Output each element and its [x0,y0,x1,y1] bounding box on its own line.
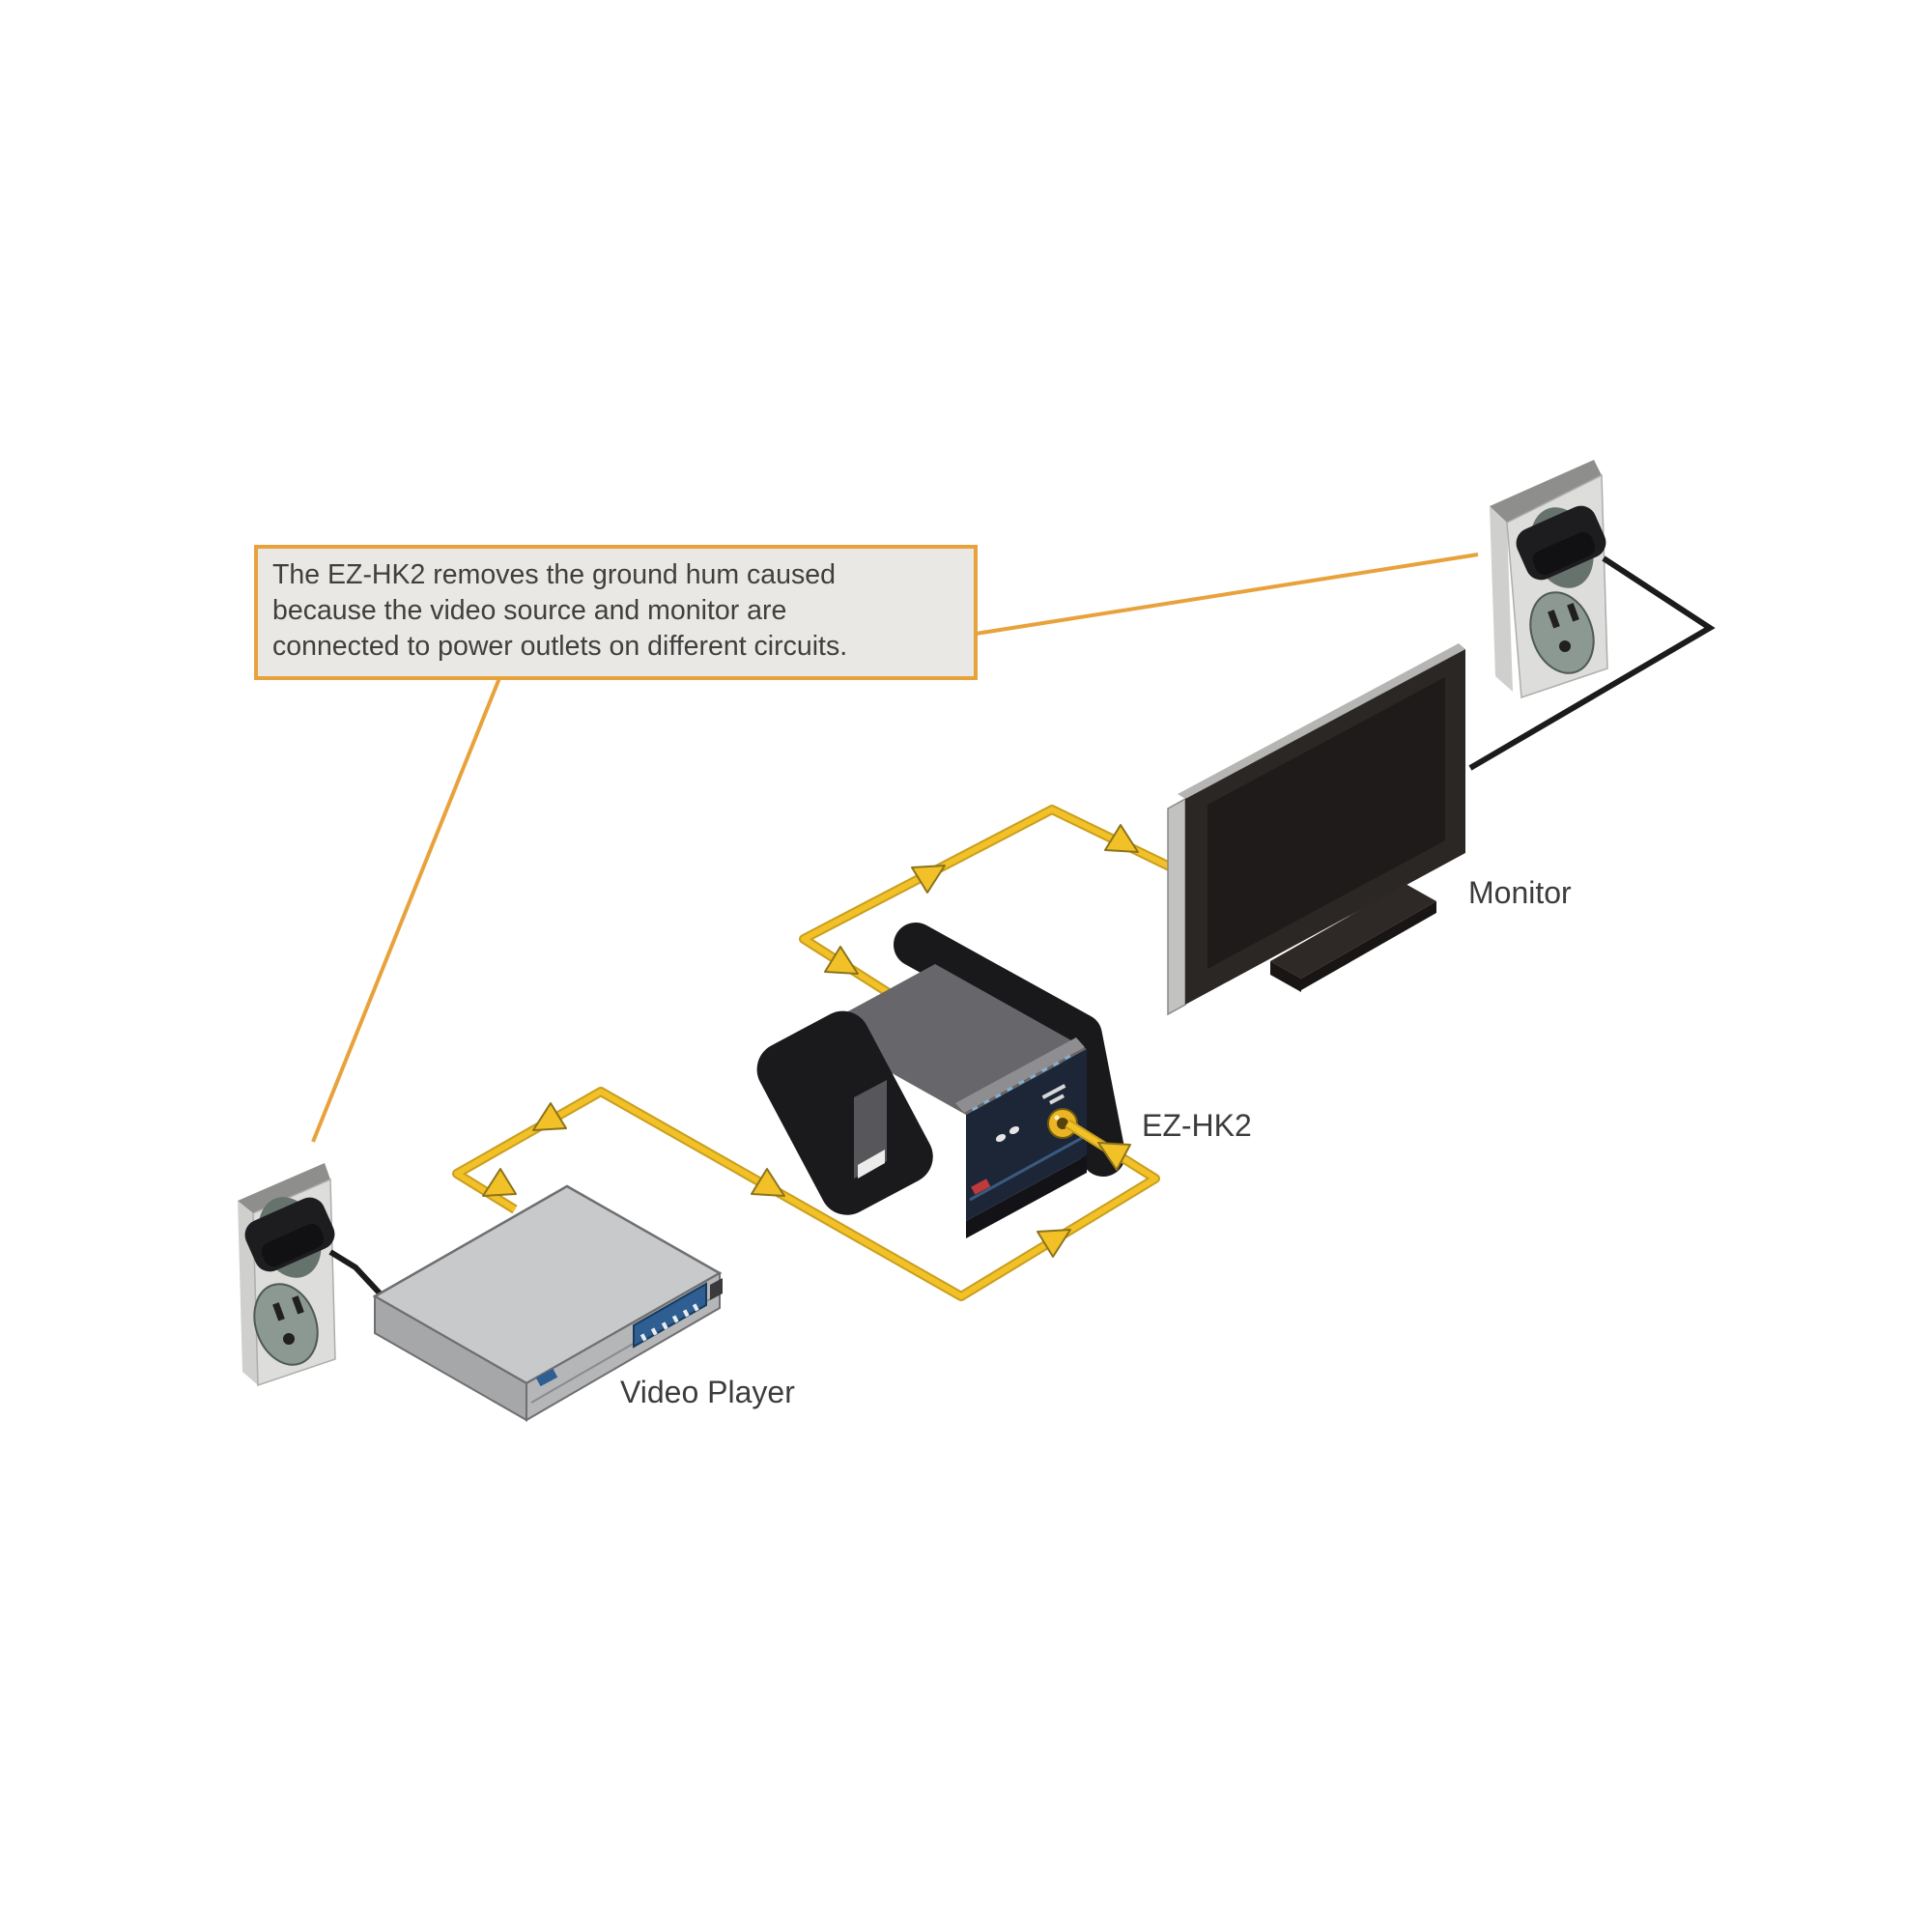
cable-arrows [482,824,1139,1258]
outlet-receptacle-bottom [253,1283,319,1366]
device-panel-text-row [971,1054,1071,1112]
receptacle-slot [292,1295,304,1315]
bnc-connector-center [1057,1118,1068,1129]
outlet-top-edge [238,1163,330,1213]
arrow-to-bnc [1097,1142,1131,1171]
video-player [372,1184,723,1422]
video-player-label: Video Player [620,1375,795,1409]
outlet-receptacle-bottom [1529,591,1595,674]
callout-box: The EZ-HK2 removes the ground hum caused… [254,545,978,680]
callout-line-1: The EZ-HK2 removes the ground hum caused [272,559,836,590]
power-plug-lip [1532,531,1596,576]
device-panel-stripe [969,1136,1083,1202]
arrow-to-device-rear [824,946,859,975]
device-label: EZ-HK2 [1142,1108,1252,1143]
arrow-to-video-player [532,1102,567,1131]
callout-rect [254,545,978,680]
arrow-to-video-player [482,1168,517,1197]
arrow-to-monitor [1104,824,1139,853]
labels: Monitor EZ-HK2 Video Player [620,875,1572,1409]
device-red-label [971,1179,991,1195]
outlet-side-edge [1490,506,1513,692]
power-outlet-video-player [238,1163,336,1387]
receptacle-ground-hole [283,1333,295,1345]
video-player-badge [535,1368,558,1387]
leader-line-to-left-outlet [311,677,501,1143]
device-indicator [1009,1125,1020,1135]
monitor-stand [1270,884,1436,979]
bnc-connector-highlight [1054,1115,1060,1121]
hum-eliminator-device [756,923,1125,1238]
arrow-to-device-input [751,1168,785,1197]
video-player-display-ticks [639,1303,699,1342]
video-player-connector [710,1278,723,1300]
monitor-side-edge [1167,797,1186,1016]
device-bottom-edge [966,1155,1087,1238]
monitor-stand-front [1301,901,1436,990]
device-foot-notch [858,1150,885,1179]
receptacle-slot [1567,603,1579,622]
monitor-label: Monitor [1468,875,1572,910]
callout-line-3: connected to power outlets on different … [272,631,847,662]
receptacle-ground-hole [1559,640,1571,652]
arrow-to-monitor [911,865,946,894]
device-left-bumper [756,1010,933,1215]
leader-line-to-right-outlet [975,553,1479,636]
outlet-top-edge [1490,460,1602,523]
power-outlet-monitor [1490,460,1608,699]
device-port-label [1041,1084,1066,1105]
receptacle-slot [272,1302,285,1321]
power-cable-monitor [1468,555,1716,771]
device-indicator [995,1133,1007,1143]
receptacle-slot [1548,610,1560,629]
device-rear-bumper [894,923,1125,1177]
monitor-top-edge [1178,643,1465,799]
monitor-screen [1208,677,1445,969]
callout-line-2: because the video source and monitor are [272,595,786,626]
power-plug-lip [261,1223,325,1267]
device-top-highlight [955,1037,1085,1113]
monitor [1167,643,1465,1016]
monitor-stand-lip [1270,961,1301,992]
callout-leader-lines [311,553,1479,1143]
power-cable-video-player [328,1249,386,1300]
arrow-to-device-input [1037,1229,1071,1258]
